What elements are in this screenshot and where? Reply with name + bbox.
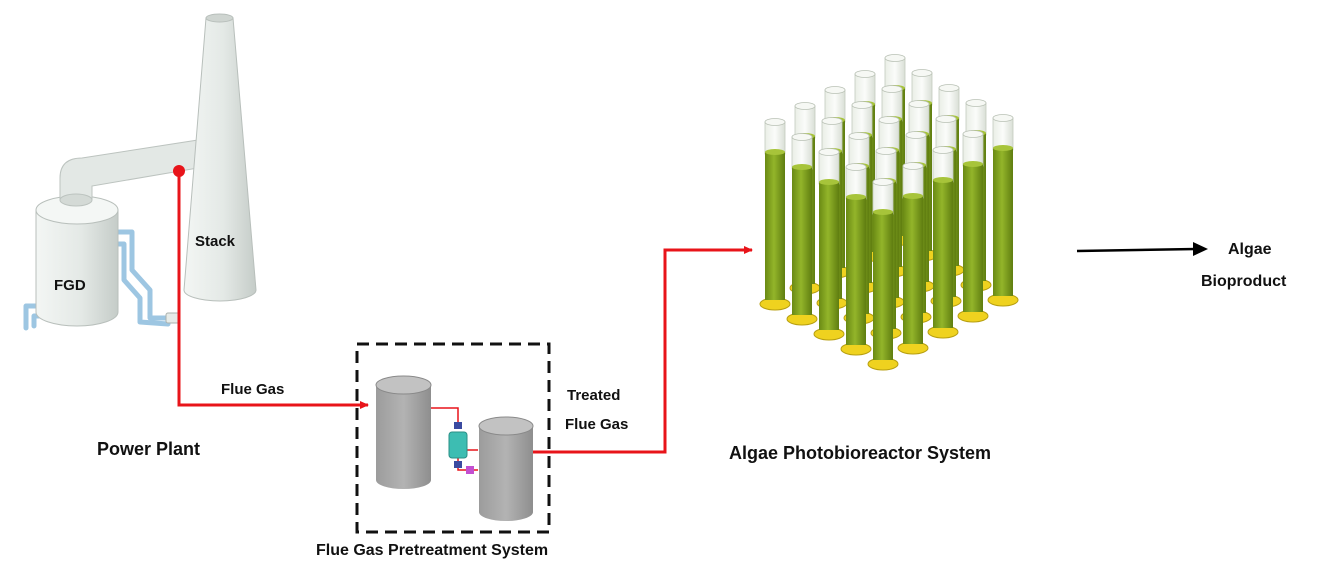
photobioreactor-tube	[867, 178, 899, 371]
fgd-vessel	[35, 195, 119, 327]
photobioreactor-tube	[786, 133, 818, 326]
treated-label-line2: Flue Gas	[565, 416, 628, 433]
flue-gas-label: Flue Gas	[221, 381, 284, 398]
stack-label: Stack	[195, 233, 236, 250]
photobioreactor-tube	[987, 114, 1019, 307]
pretreatment-tank-2	[478, 416, 534, 521]
photobioreactor-tube	[813, 148, 845, 341]
fgd-label: FGD	[54, 277, 86, 294]
power-plant-label: Power Plant	[97, 439, 200, 459]
duct-illustration	[59, 139, 199, 207]
photobioreactor-tube	[957, 130, 989, 323]
power-plant-illustration	[23, 13, 257, 331]
filter-unit	[448, 422, 474, 474]
photobioreactor-tube	[759, 118, 791, 311]
treated-gas-flow-line	[533, 246, 753, 454]
pretreatment-label: Flue Gas Pretreatment System	[316, 542, 548, 559]
photobioreactor-array	[759, 54, 1019, 371]
photobioreactor-tube	[927, 146, 959, 339]
stack-illustration	[183, 13, 257, 302]
flue-gas-flow-line	[173, 165, 369, 409]
bioproduct-label: Bioproduct	[1201, 273, 1287, 290]
pbr-label: Algae Photobioreactor System	[729, 443, 991, 463]
pretreatment-tank-1	[375, 375, 432, 489]
pretreatment-boundary	[355, 342, 551, 534]
algae-label: Algae	[1228, 241, 1272, 258]
photobioreactor-tube	[840, 163, 872, 356]
pretreatment-equipment	[375, 375, 534, 521]
treated-label-line1: Treated	[567, 387, 620, 404]
bioproduct-arrow	[1076, 242, 1208, 256]
photobioreactor-tube	[897, 162, 929, 355]
